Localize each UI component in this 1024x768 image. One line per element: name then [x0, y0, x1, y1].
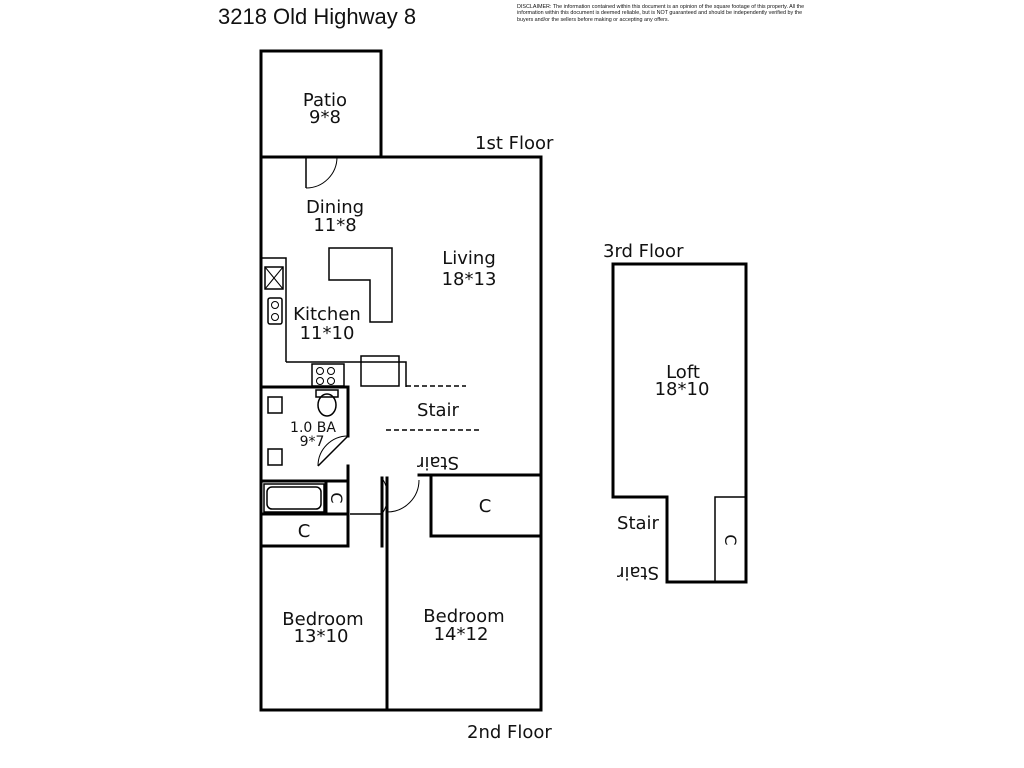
room-name-bedroom-right: Bedroom — [423, 606, 504, 627]
bath-door — [317, 435, 349, 467]
loft-stair-label-up: Stair — [617, 513, 660, 534]
floor-label-second: 2nd Floor — [467, 722, 552, 743]
room-size-bedroom-left: 13*10 — [294, 626, 349, 647]
bathtub-icon — [263, 483, 325, 513]
loft-stair-label-down: Stair — [616, 562, 659, 583]
hall-door-right — [386, 479, 420, 513]
room-name-living: Living — [442, 248, 496, 269]
room-name-bedroom-left: Bedroom — [282, 609, 363, 630]
closet-label-right: C — [479, 496, 492, 517]
disclaimer-text: DISCLAIMER: The information contained wi… — [517, 4, 805, 23]
fridge-icon — [264, 266, 284, 290]
dining-door — [305, 156, 338, 189]
room-name-bath: 1.0 BA — [290, 420, 336, 436]
room-name-patio: Patio — [303, 90, 347, 111]
hall-door-left — [350, 476, 388, 548]
closet-label-loft: C — [721, 534, 740, 545]
kitchen-counter-bottom — [286, 361, 407, 387]
closet-right-outline — [429, 473, 543, 538]
closet-label-bath: C — [327, 492, 346, 503]
stair-label-up: Stair — [417, 400, 460, 421]
room-size-dining: 11*8 — [313, 215, 356, 236]
loft-closet — [714, 496, 747, 583]
room-size-bath: 9*7 — [300, 434, 325, 450]
vanity-icon — [267, 396, 283, 414]
floor-label-third: 3rd Floor — [603, 241, 684, 262]
room-size-patio: 9*8 — [309, 107, 341, 128]
loft-outline — [611, 262, 748, 584]
room-name-dining: Dining — [306, 197, 364, 218]
dishwasher-icon — [360, 355, 400, 387]
room-size-loft: 18*10 — [655, 379, 710, 400]
stair-label-down: Stair — [416, 452, 459, 473]
kitchen-counter-left — [261, 257, 287, 362]
room-name-loft: Loft — [666, 362, 700, 383]
toilet-icon — [317, 393, 337, 417]
main-outline — [259, 155, 543, 712]
address-title: 3218 Old Highway 8 — [218, 4, 417, 29]
vanity-icon — [267, 448, 283, 466]
room-size-kitchen: 11*10 — [300, 323, 355, 344]
kitchen-island — [328, 247, 393, 323]
kitchen-sink-icon — [267, 297, 283, 325]
room-name-kitchen: Kitchen — [293, 304, 361, 325]
room-size-bedroom-right: 14*12 — [434, 624, 489, 645]
floor-label-first: 1st Floor — [475, 133, 554, 154]
closet-label-hall: C — [298, 521, 311, 542]
room-size-living: 18*13 — [442, 269, 497, 290]
